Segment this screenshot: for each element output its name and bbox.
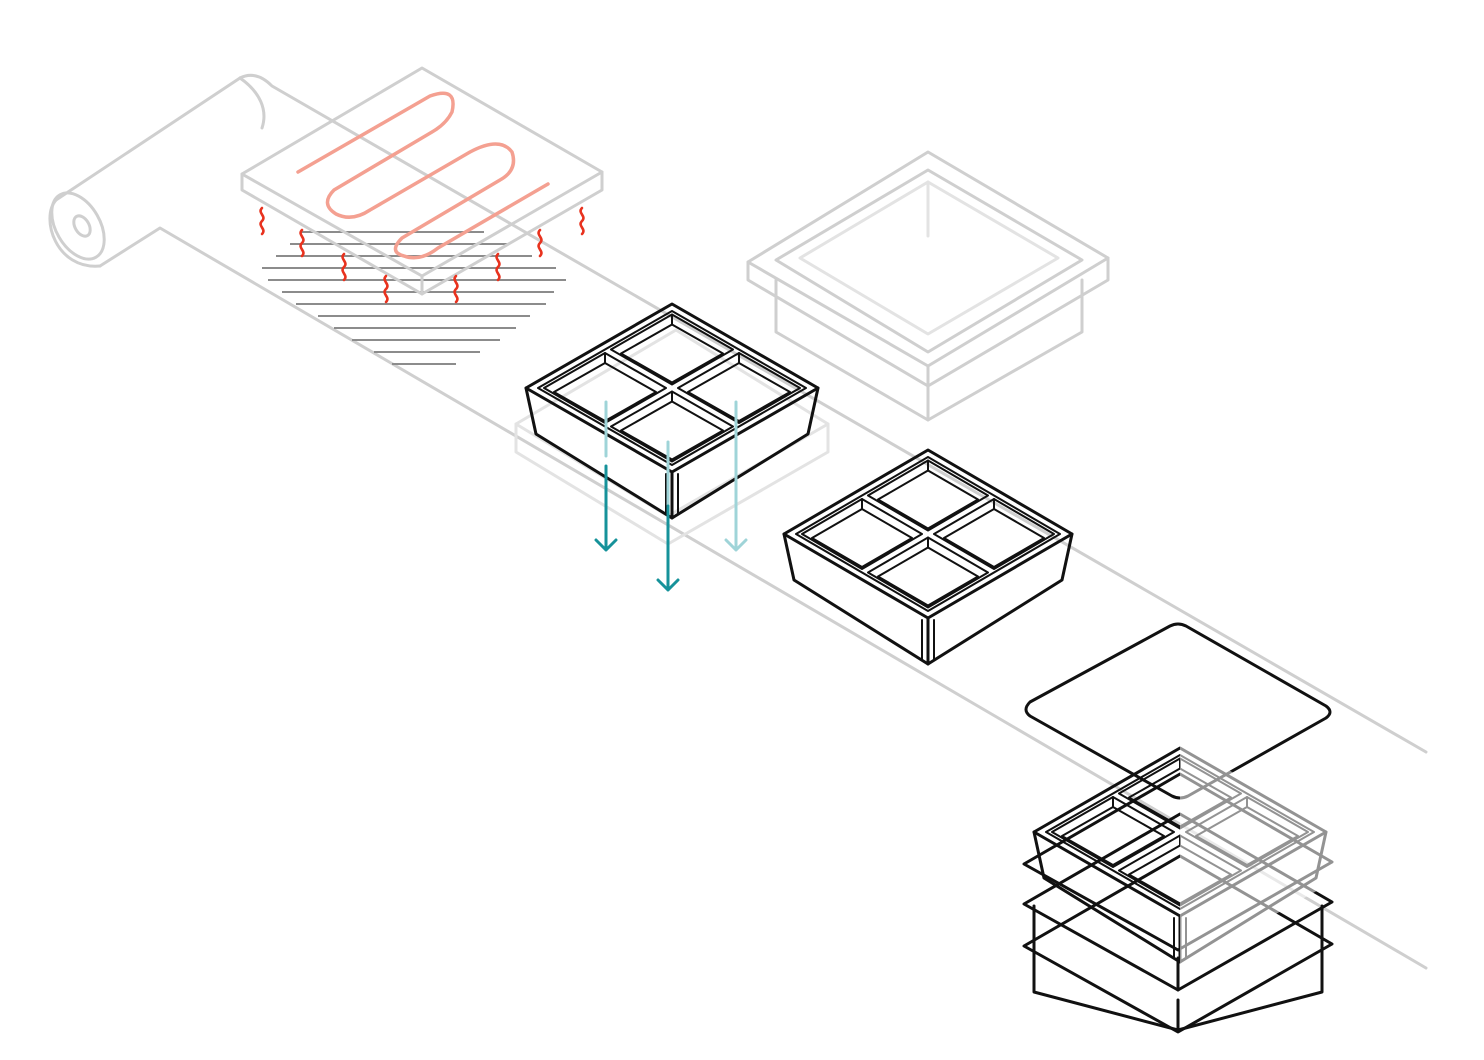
heat-wave-icon: [341, 252, 347, 282]
tray-icon: [1032, 742, 1336, 968]
tray-cavity: [610, 390, 734, 463]
trimmed-tray: [782, 448, 1074, 666]
vacuum-arrows: [594, 400, 748, 592]
tray-cavity: [933, 498, 1055, 570]
heat-wave-icon: [537, 228, 543, 258]
heat-wave-icon: [453, 274, 459, 304]
heat-wave-icon: [383, 274, 389, 304]
tray-corner-detail: [921, 619, 935, 661]
tray-cavity-floor: [620, 323, 724, 384]
heat-wave-icons: [259, 206, 585, 304]
tray-cavity-floor: [553, 362, 657, 422]
tray-cavity-floor: [620, 400, 724, 461]
arrow-down-icon: [724, 400, 748, 552]
tray-inner-rim: [537, 310, 807, 466]
tray-inner-rim: [795, 456, 1061, 612]
heater-plate: [240, 66, 604, 296]
tray-cavity-floor: [877, 546, 979, 607]
tray-cavity: [677, 352, 801, 424]
tray-cavity: [1051, 796, 1175, 868]
heat-wave-icon: [579, 206, 585, 236]
tray-cavity: [543, 352, 667, 424]
tray-cavity-floor: [1061, 806, 1165, 866]
stack-icon: [1022, 742, 1336, 1034]
tray-rim: [524, 302, 820, 474]
arrow-down-icon: [656, 440, 680, 592]
trim-die-icon: [746, 150, 1110, 422]
tray-cavity: [610, 313, 734, 386]
film-roll-icon: [48, 76, 266, 268]
formed-tray: [514, 302, 830, 546]
heat-wave-icon: [495, 252, 501, 282]
tray-fade-overlay: [1180, 742, 1336, 968]
tray-cavity-floor: [811, 508, 913, 568]
arrow-down-icon: [594, 400, 618, 552]
heat-wave-icon: [259, 206, 265, 236]
tray-icon: [524, 302, 820, 520]
tray-cavity: [867, 459, 989, 532]
tray-cavity-floor: [943, 508, 1045, 568]
heater-coil-icon: [296, 91, 550, 260]
heated-film-hatch: [262, 231, 566, 365]
tray-cavity-floor: [687, 362, 791, 422]
heat-wave-icon: [299, 228, 305, 258]
tray-corner-detail: [665, 473, 679, 515]
tray-rim: [782, 448, 1074, 620]
lid-icon: [1024, 622, 1332, 800]
tray-cavity-floor: [877, 469, 979, 530]
tray-cavity: [867, 536, 989, 609]
tray-cavity: [801, 498, 923, 570]
